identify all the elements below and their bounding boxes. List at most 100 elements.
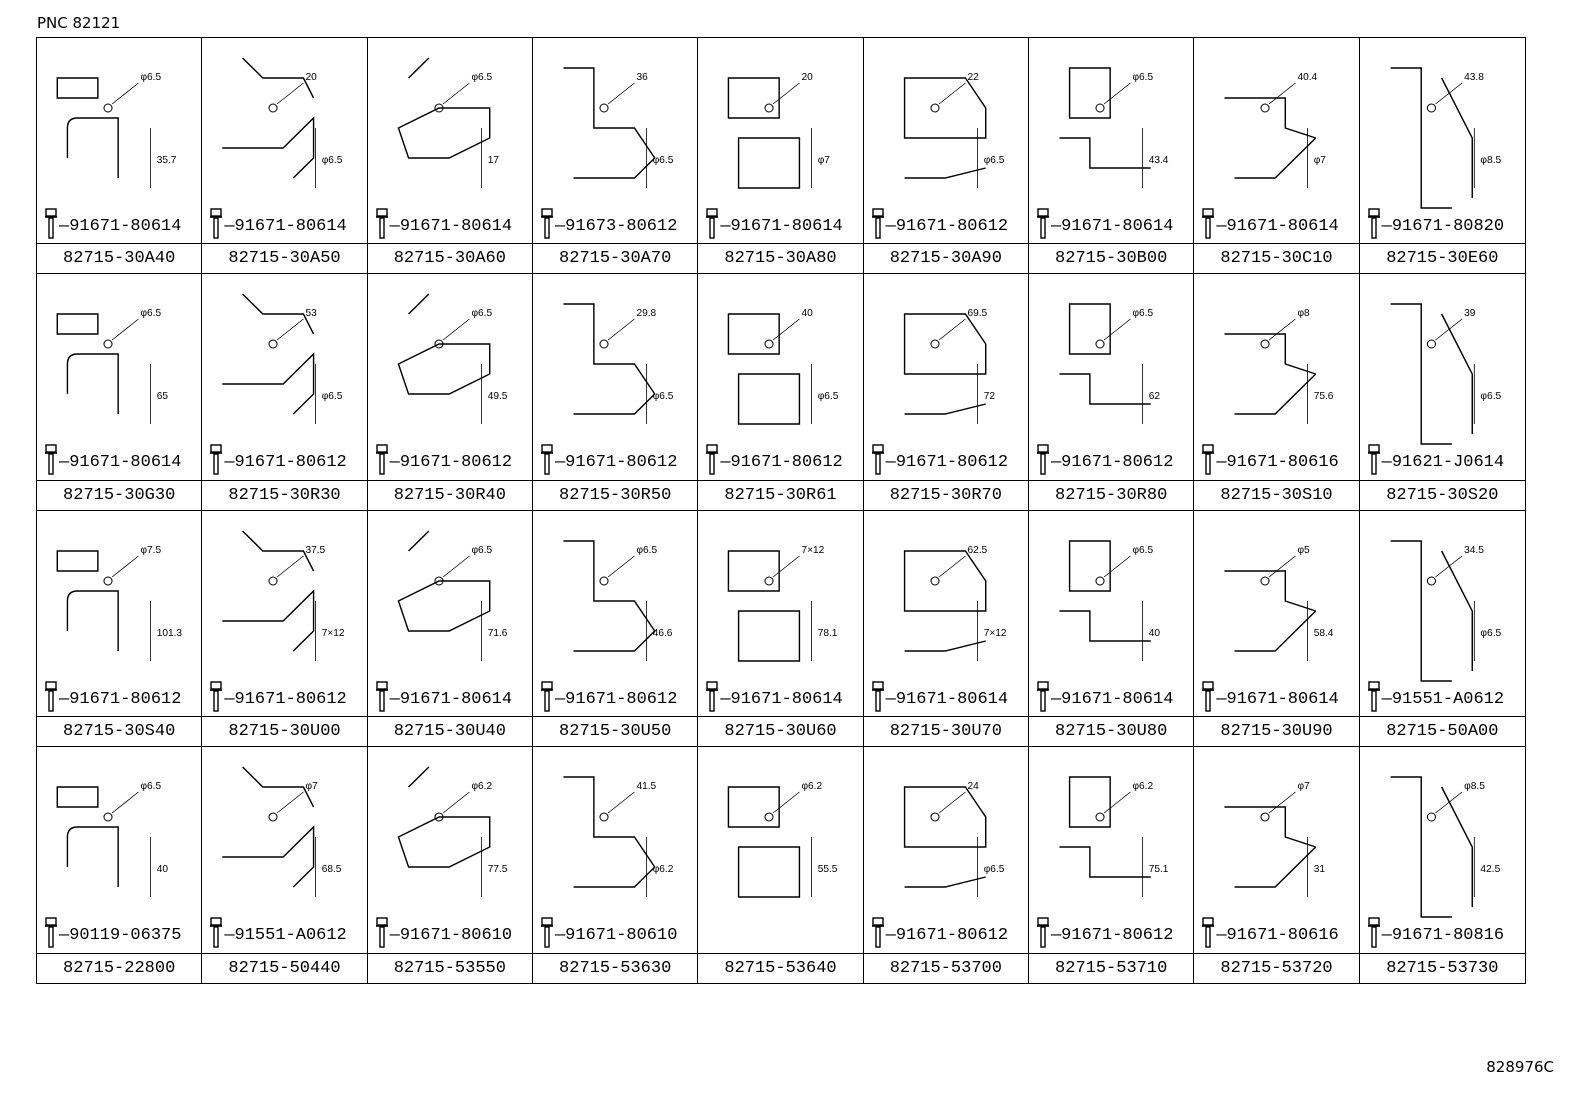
dimension-label: 31 xyxy=(1314,864,1326,875)
bolt-part-number: —91671-80614 xyxy=(1050,689,1174,709)
dimension-label: 72 xyxy=(983,391,995,402)
bolt-part-number: —91551-A0612 xyxy=(224,925,347,945)
bolt-icon xyxy=(45,444,57,475)
dimension-label: φ6.5 xyxy=(322,155,343,166)
dimension-label: φ8 xyxy=(1298,308,1311,319)
dimension-label: 46.6 xyxy=(653,628,673,639)
bolt-icon xyxy=(871,680,884,712)
part-number: 82715-30R30 xyxy=(202,479,367,510)
dimension-label: φ8.5 xyxy=(1464,781,1485,792)
dimension-label: φ6.5 xyxy=(983,864,1004,875)
part-drawing: φ6.2 77.5 xyxy=(368,747,532,945)
part-number: 82715-30U80 xyxy=(1028,715,1194,746)
dimension-label: φ6.5 xyxy=(140,72,161,83)
bolt-icon xyxy=(1367,208,1380,239)
part-number: 82715-30R40 xyxy=(367,479,532,510)
bolt-part-number: —91671-80612 xyxy=(885,453,1009,473)
part-cell: φ6.5 35.7 —91671-80614 82715-30A40 xyxy=(37,38,203,275)
dimension-label: 35.7 xyxy=(157,155,177,166)
part-number: 82715-30C10 xyxy=(1194,243,1359,273)
dimension-label: φ7 xyxy=(818,155,831,166)
dimension-label: φ6.5 xyxy=(1132,72,1153,83)
dimension-label: φ6.2 xyxy=(471,781,492,792)
dimension-label: 42.5 xyxy=(1480,864,1500,875)
dimension-label: φ7 xyxy=(306,781,319,792)
bolt-icon xyxy=(706,444,719,475)
part-number: 82715-30A40 xyxy=(37,243,202,273)
bolt-icon xyxy=(1367,444,1380,475)
dimension-label: 62 xyxy=(1149,391,1161,402)
bolt-icon xyxy=(1202,444,1215,475)
bolt-icon xyxy=(540,208,553,239)
bolt-part-number: —91671-80612 xyxy=(1050,925,1174,945)
bolt-icon xyxy=(45,208,57,239)
part-number: 82715-53630 xyxy=(532,953,698,983)
dimension-label: φ5 xyxy=(1298,545,1311,556)
part-number: 82715-30G30 xyxy=(37,479,202,510)
bolt-part-number: —91671-80614 xyxy=(59,217,182,236)
part-number: 82715-30U50 xyxy=(532,715,698,746)
pnc-label: PNC 82121 xyxy=(37,14,121,32)
part-number: 82715-30S20 xyxy=(1359,479,1525,510)
part-number: 82715-50440 xyxy=(202,953,367,983)
part-number: 82715-30A80 xyxy=(698,243,863,273)
part-number: 82715-53640 xyxy=(698,953,863,983)
dimension-label: 17 xyxy=(487,155,499,166)
dimension-label: φ6.5 xyxy=(140,781,161,792)
part-drawing: φ8 75.6 xyxy=(1194,274,1358,472)
dimension-label: 75.6 xyxy=(1314,391,1334,402)
dimension-label: 34.5 xyxy=(1464,545,1484,556)
part-number: 82715-30R50 xyxy=(532,479,698,510)
dimension-label: 68.5 xyxy=(322,864,342,875)
dimension-label: 49.5 xyxy=(487,391,507,402)
bolt-icon xyxy=(540,444,553,475)
bolt-part-number: —91673-80612 xyxy=(554,217,678,236)
bolt-icon xyxy=(1036,680,1049,712)
dimension-label: φ7 xyxy=(1314,155,1327,166)
bolt-icon xyxy=(45,917,57,948)
bolt-part-number: —91671-80614 xyxy=(1216,689,1339,709)
bolt-part-number: —91671-80614 xyxy=(389,689,513,709)
bolt-icon xyxy=(1367,917,1380,948)
bolt-part-number: —91671-80610 xyxy=(389,925,513,945)
dimension-label: 40.4 xyxy=(1298,72,1318,83)
dimension-label: 101.3 xyxy=(157,628,183,639)
part-number: 82715-30S10 xyxy=(1194,479,1359,510)
bolt-icon xyxy=(210,208,223,239)
bolt-icon xyxy=(706,208,719,239)
bolt-icon xyxy=(375,208,388,239)
dimension-label: 77.5 xyxy=(487,864,507,875)
bolt-part-number: —91671-80612 xyxy=(1050,453,1174,473)
dimension-label: φ6.5 xyxy=(140,308,161,319)
dimension-label: φ6.5 xyxy=(1480,628,1501,639)
dimension-label: 41.5 xyxy=(636,781,656,792)
bolt-part-number: —91671-80612 xyxy=(720,453,843,473)
